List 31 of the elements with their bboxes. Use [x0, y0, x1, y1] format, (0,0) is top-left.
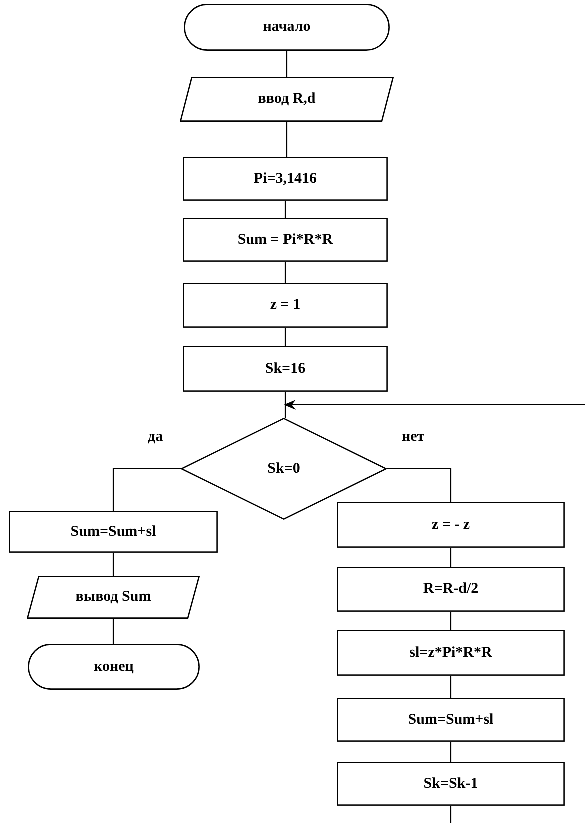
- connector-line: [284, 328, 286, 346]
- connector-line: [112, 619, 114, 644]
- connector-line: [112, 468, 181, 511]
- connector-line: [450, 612, 452, 630]
- connector-line: [387, 468, 452, 502]
- process-box: Sum=Sum+sl: [337, 698, 565, 742]
- connector-line: [450, 676, 452, 698]
- connector-line: [450, 742, 452, 762]
- connector-line: [286, 122, 288, 157]
- process-box: z = 1: [183, 283, 388, 328]
- connector-line: [284, 392, 286, 418]
- process-box: R=R-d/2: [337, 567, 565, 612]
- terminator-shape: начало: [184, 4, 390, 51]
- input-output-parallelogram: вывод Sum: [27, 576, 200, 619]
- connector-line: [450, 548, 452, 567]
- connector-line: [284, 201, 286, 218]
- connector-line: [284, 262, 286, 283]
- process-box: Sum=Sum+sl: [9, 511, 218, 553]
- arrow: [284, 400, 585, 410]
- process-box: sl=z*Pi*R*R: [337, 630, 565, 676]
- process-box: Sk=16: [183, 346, 388, 392]
- input-output-parallelogram: ввод R,d: [180, 77, 394, 122]
- connector-line: [450, 806, 452, 823]
- process-box: Sum = Pi*R*R: [183, 218, 388, 262]
- decision-diamond: Sk=0: [181, 418, 387, 520]
- connector-line: [286, 51, 288, 77]
- process-box: z = - z: [337, 502, 565, 548]
- connector-line: [112, 553, 114, 576]
- terminator-shape: конец: [28, 644, 200, 690]
- process-box: Sk=Sk-1: [337, 762, 565, 806]
- process-box: Pi=3,1416: [183, 157, 388, 201]
